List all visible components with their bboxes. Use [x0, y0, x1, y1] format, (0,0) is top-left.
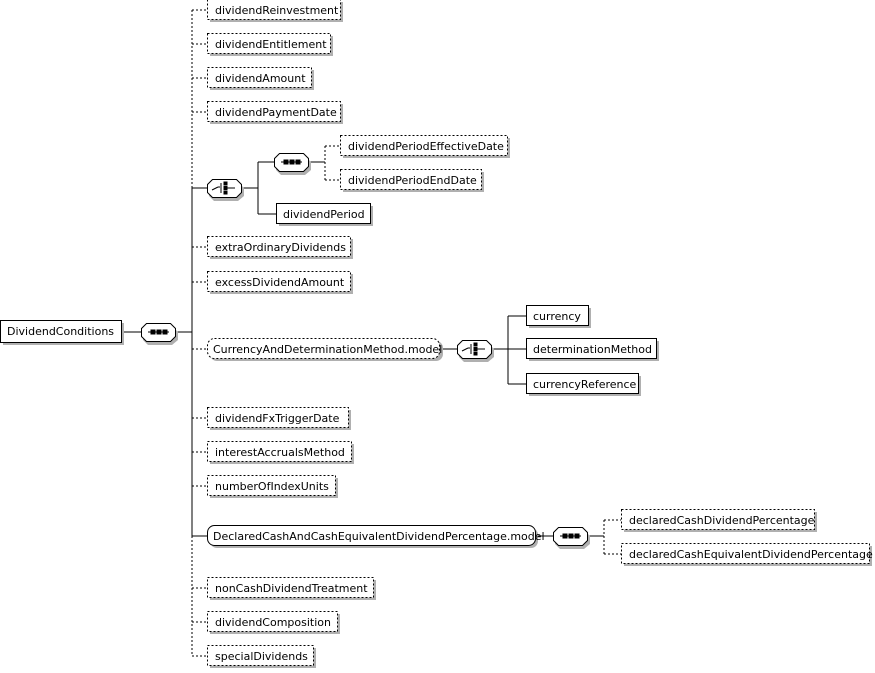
sequence-icon[interactable] — [553, 527, 591, 550]
element-dividendpaymentdate[interactable]: dividendPaymentDate — [207, 101, 344, 125]
element-currency[interactable]: currency — [526, 305, 592, 329]
group-declaredcashandcashequivalentdividendpercentage-model[interactable]: DeclaredCashAndCashEquivalentDividendPer… — [207, 525, 545, 549]
group-label: CurrencyAndDeterminationMethod.model — [213, 343, 442, 356]
element-label: extraOrdinaryDividends — [215, 241, 346, 254]
element-dividendfxtriggerdate[interactable]: dividendFxTriggerDate — [207, 407, 352, 431]
element-excessdividendamount[interactable]: excessDividendAmount — [207, 271, 354, 295]
element-declaredcashequivalentdividendpercentage[interactable]: declaredCashEquivalentDividendPercentage — [621, 543, 873, 567]
choice-icon[interactable] — [207, 179, 245, 202]
element-label: dividendPeriodEndDate — [348, 174, 477, 187]
element-dividendperiod[interactable]: dividendPeriod — [276, 203, 374, 227]
connectors — [124, 9, 621, 657]
element-label: determinationMethod — [533, 343, 652, 356]
group-currencyanddeterminationmethod-model[interactable]: CurrencyAndDeterminationMethod.model — [207, 338, 444, 362]
element-label: dividendFxTriggerDate — [215, 412, 340, 425]
root-element-dividendconditions[interactable]: DividendConditions — [0, 320, 125, 346]
element-numberofindexunits[interactable]: numberOfIndexUnits — [207, 475, 339, 499]
element-label: dividendAmount — [215, 72, 306, 85]
element-label: dividendPaymentDate — [215, 106, 337, 119]
element-specialdividends[interactable]: specialDividends — [207, 645, 317, 669]
element-label: currencyReference — [533, 378, 637, 391]
element-noncashdividendtreatment[interactable]: nonCashDividendTreatment — [207, 577, 377, 601]
element-label: dividendPeriod — [283, 208, 365, 221]
group-label: DeclaredCashAndCashEquivalentDividendPer… — [213, 530, 545, 543]
element-label: numberOfIndexUnits — [215, 480, 329, 493]
element-label: excessDividendAmount — [215, 276, 345, 289]
element-label: specialDividends — [215, 650, 308, 663]
element-dividendperiodenddate[interactable]: dividendPeriodEndDate — [340, 169, 485, 193]
choice-icon[interactable] — [457, 340, 495, 363]
element-determinationmethod[interactable]: determinationMethod — [526, 338, 660, 362]
element-label: declaredCashDividendPercentage — [629, 514, 815, 527]
root-label: DividendConditions — [7, 325, 114, 338]
element-currencyreference[interactable]: currencyReference — [526, 373, 642, 397]
element-dividendamount[interactable]: dividendAmount — [207, 67, 315, 91]
element-label: nonCashDividendTreatment — [215, 582, 368, 595]
element-label: dividendEntitlement — [215, 38, 327, 51]
element-label: dividendComposition — [215, 616, 331, 629]
element-label: interestAccrualsMethod — [215, 446, 345, 459]
element-label: dividendPeriodEffectiveDate — [348, 140, 504, 153]
element-declaredcashdividendpercentage[interactable]: declaredCashDividendPercentage — [621, 509, 818, 533]
element-extraordinarydividends[interactable]: extraOrdinaryDividends — [207, 236, 354, 260]
element-dividendentitlement[interactable]: dividendEntitlement — [207, 33, 334, 57]
element-dividendcomposition[interactable]: dividendComposition — [207, 611, 341, 635]
element-dividendreinvestment[interactable]: dividendReinvestment — [207, 0, 344, 22]
element-label: declaredCashEquivalentDividendPercentage — [629, 548, 873, 561]
element-dividendperiodeffectivedate[interactable]: dividendPeriodEffectiveDate — [340, 135, 511, 159]
sequence-icon[interactable] — [141, 323, 179, 346]
element-label: dividendReinvestment — [215, 4, 339, 17]
element-label: currency — [533, 310, 581, 323]
element-interestaccrualsmethod[interactable]: interestAccrualsMethod — [207, 441, 355, 465]
sequence-icon[interactable] — [274, 153, 312, 176]
